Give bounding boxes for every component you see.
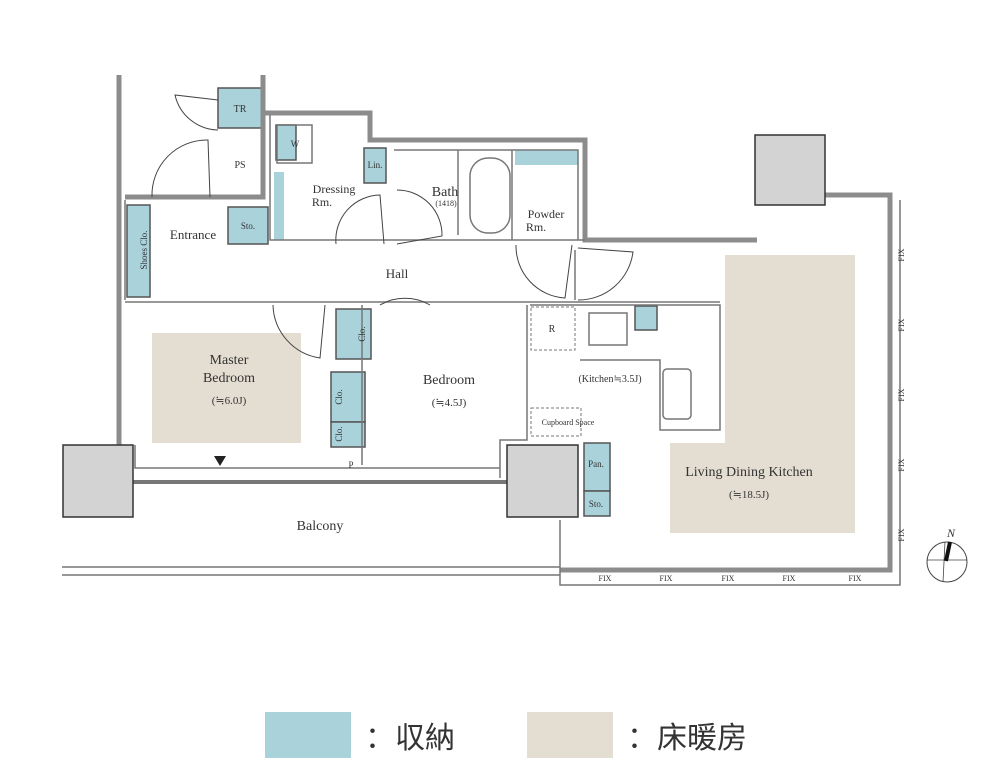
- compass-icon: N: [926, 526, 968, 583]
- sto-entrance-storage: [227, 206, 269, 245]
- label-powder: Powder: [528, 207, 565, 221]
- compass-north-label: N: [946, 526, 956, 540]
- label-sto-ldk: Sto.: [589, 499, 603, 509]
- label-dressing-rm: Rm.: [312, 195, 332, 209]
- powder-shelf: [515, 150, 578, 165]
- label-fix: FIX: [897, 528, 906, 541]
- label-bedroom: Bedroom: [423, 373, 475, 388]
- legend-floor-heating: ：床暖房: [527, 712, 747, 758]
- label-hall: Hall: [386, 266, 409, 281]
- walls: [116, 75, 893, 573]
- label-fix: FIX: [897, 458, 906, 471]
- legend-storage: ：収納: [265, 712, 455, 758]
- label-fix: FIX: [897, 388, 906, 401]
- sto-ldk-storage: [583, 490, 611, 517]
- columns: [62, 134, 826, 518]
- label-r: R: [549, 324, 556, 335]
- master-bedroom-heating-area: [152, 333, 301, 443]
- label-p: P: [348, 460, 353, 470]
- label-clo-3: Clo.: [334, 426, 344, 441]
- legend-floor-heating-label: ：床暖房: [627, 721, 747, 756]
- balcony-rail: [62, 480, 560, 576]
- label-master-size: (≒6.0J): [212, 395, 247, 407]
- legend-storage-swatch: [265, 712, 351, 758]
- label-w: W: [291, 139, 300, 149]
- label-entrance: Entrance: [170, 227, 216, 242]
- label-powder-rm: Rm.: [526, 220, 546, 234]
- label-clo-1: Clo.: [357, 326, 367, 341]
- clo-storage-3: [330, 421, 366, 448]
- door-swings: [151, 94, 634, 359]
- ldk-heating-area: [670, 255, 855, 533]
- label-bath-size: (1418): [435, 199, 457, 208]
- tr-storage: [217, 87, 263, 129]
- label-fix: FIX: [722, 574, 735, 583]
- column-middle: [506, 444, 579, 518]
- label-shoes: Shoes Clo.: [139, 230, 149, 269]
- label-ldk-size: (≒18.5J): [729, 489, 769, 501]
- label-dressing: Dressing: [313, 182, 356, 196]
- dashed-areas: [530, 306, 582, 437]
- label-master: Master: [210, 353, 249, 368]
- column-top-right: [754, 134, 826, 206]
- label-fix: FIX: [849, 574, 862, 583]
- room-labels: TR PS W Lin. Dressing Rm. Bath (1418) Po…: [139, 104, 906, 583]
- lin-storage: [363, 147, 387, 184]
- interior-lines: [124, 115, 901, 586]
- clo-storage-1: [335, 308, 372, 360]
- column-left: [62, 444, 134, 518]
- dressing-shelf: [274, 172, 284, 240]
- window-marker-icon: [214, 456, 226, 466]
- legend-storage-label: ：収納: [365, 721, 455, 756]
- label-cupboard: Cupboard Space: [542, 418, 595, 427]
- pan-storage: [583, 442, 611, 492]
- label-ldk: Living Dining Kitchen: [685, 465, 813, 480]
- label-ps: PS: [234, 160, 245, 171]
- label-sto-entrance: Sto.: [241, 221, 255, 231]
- label-bath: Bath: [432, 185, 458, 200]
- label-bedroom-size: (≒4.5J): [432, 397, 467, 409]
- label-fix: FIX: [783, 574, 796, 583]
- shoes-storage: [126, 204, 151, 298]
- label-fix: FIX: [599, 574, 612, 583]
- label-kitchen: (Kitchen≒3.5J): [578, 374, 641, 385]
- label-balcony: Balcony: [297, 519, 344, 534]
- label-fix: FIX: [897, 248, 906, 261]
- kitchen-storage: [634, 305, 658, 331]
- label-pan: Pan.: [588, 459, 604, 469]
- storage-areas: [126, 87, 658, 517]
- label-lin: Lin.: [368, 160, 383, 170]
- label-master-bedroom: Bedroom: [203, 371, 255, 386]
- legend-floor-heating-swatch: [527, 712, 613, 758]
- label-fix: FIX: [660, 574, 673, 583]
- label-clo-2: Clo.: [334, 389, 344, 404]
- label-tr: TR: [234, 104, 247, 115]
- label-fix: FIX: [897, 318, 906, 331]
